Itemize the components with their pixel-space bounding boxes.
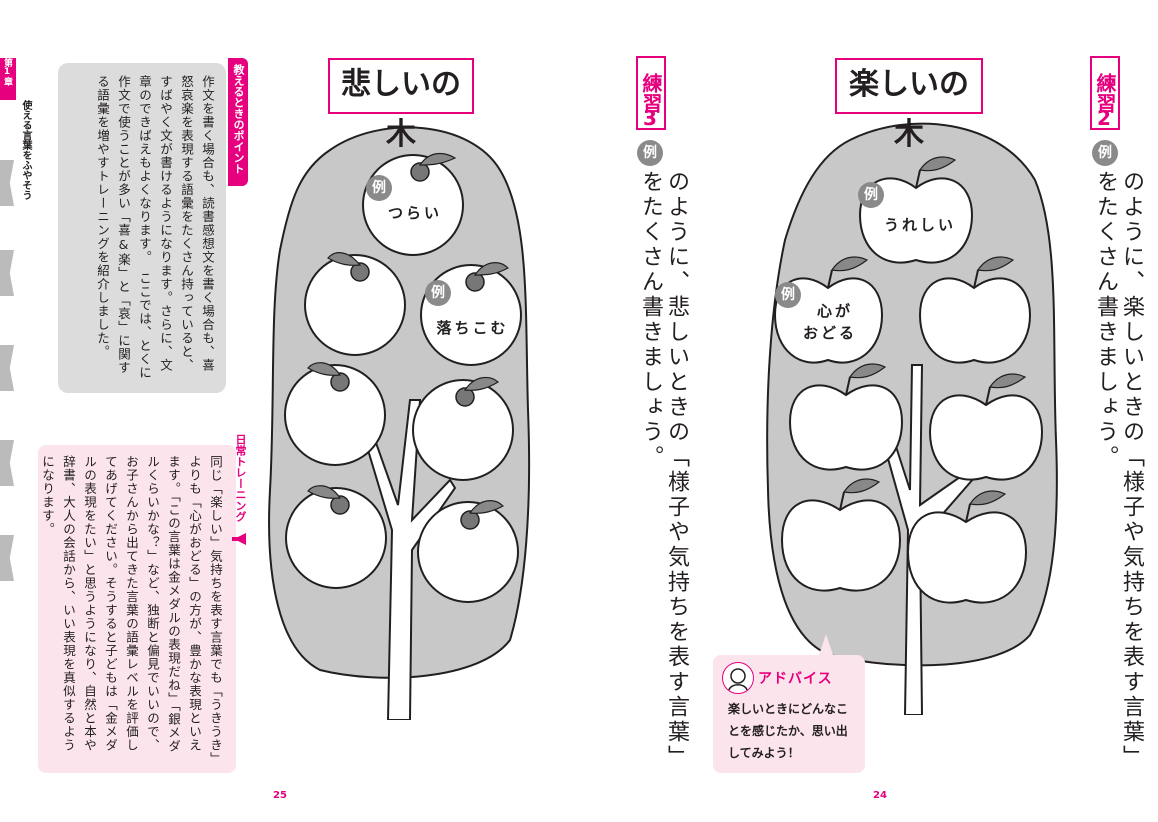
example-word: つらい	[387, 204, 442, 222]
chapter-tab-4[interactable]	[0, 345, 14, 391]
page-number: 24	[873, 790, 887, 801]
example-badge: 例	[1092, 140, 1118, 166]
exercise-number: 2	[1097, 106, 1111, 130]
example-word: おどる	[802, 324, 857, 342]
chapter-title: 使える言葉をふやそう	[20, 100, 31, 200]
happy-tree-illustration	[766, 122, 1058, 715]
example-word: 落ちこむ	[436, 319, 509, 337]
sad-tree-illustration	[268, 126, 531, 720]
example-badge: 例	[858, 182, 884, 208]
example-word: 心が	[816, 302, 853, 320]
chapter-tab-5[interactable]	[0, 440, 14, 486]
chapter-tab-2[interactable]	[0, 160, 14, 206]
exercise-instruction: のように、楽しいときの「様子や気持ちを表す言葉」をたくさん書きましょう。	[1093, 170, 1144, 770]
exercise-label: 練習	[1090, 56, 1120, 130]
megaphone-icon	[232, 530, 246, 545]
chapter-tab[interactable]	[0, 58, 16, 100]
teacher-avatar-icon	[722, 662, 754, 694]
daily-heading: 日常トレーニング	[234, 434, 247, 522]
teach-panel	[58, 63, 226, 393]
advice-text: 楽しいときにどんなことを感じたか、思い出してみよう！	[728, 702, 849, 760]
page-number: 25	[273, 790, 287, 801]
example-badge: 例	[425, 280, 451, 306]
exercise-instruction: のように、悲しいときの「様子や気持ちを表す言葉」をたくさん書きましょう。	[638, 170, 689, 770]
teach-heading: 教えるときのポイント	[232, 64, 245, 174]
sad-tree-title: 悲しいの木	[328, 58, 474, 152]
exercise-label: 練習	[636, 56, 666, 130]
daily-text: 同じ「楽しい」気持ちを表す言葉でも「うきうき」よりも「心がおどる」の方が、豊かな…	[40, 455, 223, 760]
chapter-tab-6[interactable]	[0, 535, 14, 581]
advice-bubble-tail	[818, 634, 834, 658]
teach-heading-tab	[228, 58, 248, 186]
example-badge: 例	[637, 140, 663, 166]
chapter-tab-3[interactable]	[0, 250, 14, 296]
happy-tree-title: 楽しいの木	[835, 58, 983, 152]
chapter-tab-label: 第1章	[2, 58, 12, 86]
example-badge: 例	[366, 175, 392, 201]
advice-heading: アドバイス	[758, 671, 833, 687]
teach-text: 作文を書く場合も、読書感想文を書く場合も、喜怒哀楽を表現する語彙をたくさん持って…	[95, 75, 215, 380]
daily-panel	[38, 445, 236, 773]
example-badge: 例	[775, 282, 801, 308]
exercise-number: 3	[643, 106, 657, 130]
example-word: うれしい	[883, 216, 956, 234]
